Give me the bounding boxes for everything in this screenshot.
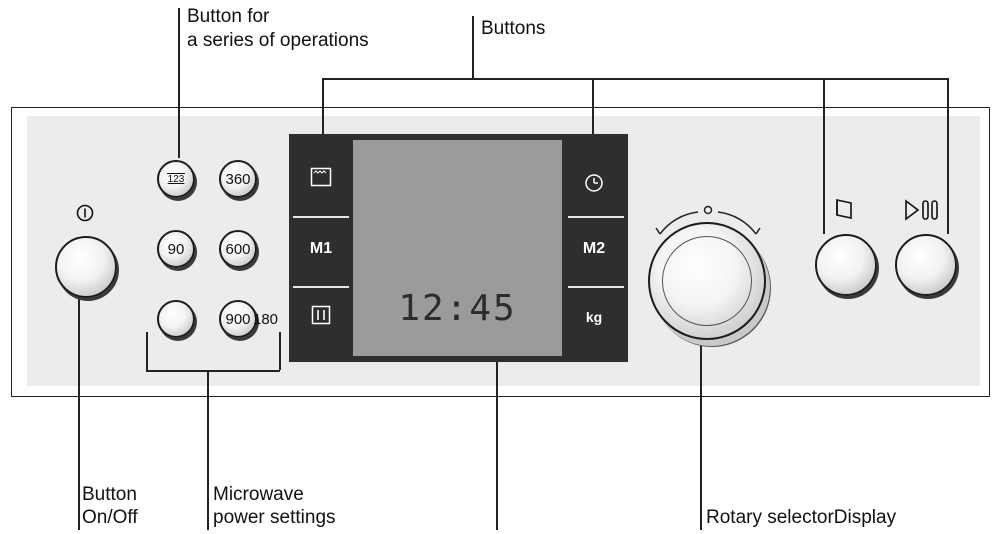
lcd-screen: 12:45: [353, 140, 562, 356]
series-button-label-line1: Button for: [187, 6, 270, 27]
leader-play-button: [947, 78, 949, 234]
power-icon: [75, 203, 95, 223]
clock-icon: [584, 173, 604, 198]
microwave-label-line1: Microwave: [213, 484, 304, 505]
buttons-label: Buttons: [481, 18, 546, 39]
leader-door-button: [823, 78, 825, 234]
leader-buttons-bar: [322, 78, 948, 80]
leader-power-bracket-right: [279, 332, 281, 370]
separator: [568, 286, 624, 288]
m1-button[interactable]: M1: [309, 240, 333, 257]
oven-icon: [310, 167, 332, 192]
power-90-button[interactable]: 90: [157, 230, 195, 268]
power-360-button[interactable]: 360: [219, 160, 257, 198]
clock-button[interactable]: [562, 162, 626, 208]
leader-buttons-top: [472, 16, 474, 78]
onoff-label-line1: Button: [82, 484, 137, 505]
rotary-inner-ring: [662, 236, 752, 326]
power-600-button[interactable]: 600: [219, 230, 257, 268]
door-open-button[interactable]: [815, 234, 877, 296]
rotary-scale: [648, 202, 768, 242]
power-blank-button[interactable]: [157, 300, 195, 338]
leader-power-bracket-bottom: [146, 370, 280, 372]
display-unit: 12:45 M1 M2 kg: [289, 134, 628, 362]
leader-series-button: [178, 8, 180, 158]
door-icon: [834, 198, 854, 220]
leader-clock-button: [592, 78, 594, 154]
leader-power-bracket-left: [146, 332, 148, 370]
onoff-label-line2: On/Off: [82, 507, 138, 528]
power-900-button[interactable]: 900: [219, 300, 257, 338]
separator: [568, 216, 624, 218]
leader-onoff: [78, 290, 80, 530]
separator: [293, 216, 349, 218]
start-pause-button[interactable]: [895, 234, 957, 296]
leader-microwave: [207, 370, 209, 530]
kg-button[interactable]: kg: [585, 309, 603, 325]
leader-rotary: [700, 340, 702, 530]
microwave-label-line2: power settings: [213, 507, 336, 528]
cutlery-button[interactable]: [289, 294, 353, 340]
series-button[interactable]: 123: [157, 160, 195, 198]
oven-button[interactable]: [289, 156, 353, 202]
series-123-icon: 123: [166, 173, 186, 185]
display-time: 12:45: [398, 288, 517, 329]
play-pause-icon: [904, 199, 944, 221]
cutlery-icon: [311, 305, 331, 330]
separator: [293, 286, 349, 288]
power-180-label: 180: [253, 311, 279, 328]
leader-oven-button: [322, 78, 324, 156]
m2-button[interactable]: M2: [582, 240, 606, 257]
series-button-label-line2: a series of operations: [187, 30, 369, 51]
onoff-button[interactable]: [55, 236, 117, 298]
rotary-selector[interactable]: [648, 222, 766, 340]
rotary-display-label: Rotary selectorDisplay: [706, 507, 897, 528]
leader-display: [496, 356, 498, 530]
